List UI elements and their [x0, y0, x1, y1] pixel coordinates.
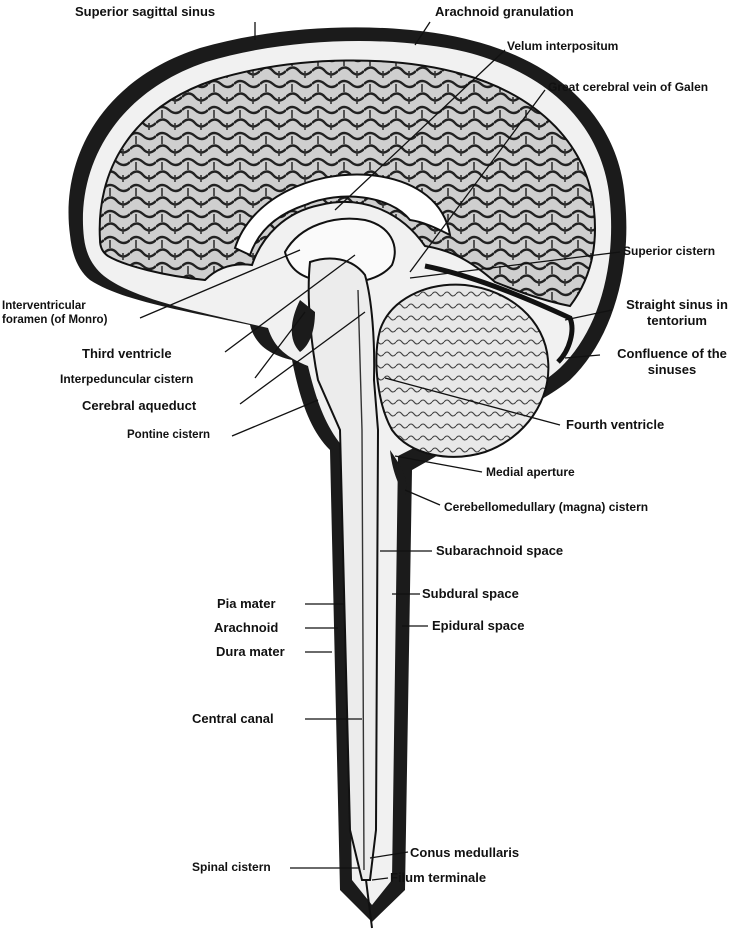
- cistern-ventral: [291, 300, 315, 352]
- label-central-canal: Central canal: [192, 711, 274, 726]
- leader-lines: [139, 21, 621, 881]
- label-interventricular-line2: foramen (of Monro): [2, 313, 108, 326]
- label-straight-sinus-line2: tentorium: [647, 312, 707, 328]
- label-pontine-cistern: Pontine cistern: [127, 429, 211, 441]
- label-fourth-ventricle: Fourth ventricle: [566, 417, 665, 432]
- label-interventricular-line1: Interventricular: [2, 300, 86, 312]
- label-confluence-line1: Confluence of the: [617, 346, 727, 361]
- label-filum-terminale: Filum terminale: [390, 870, 487, 885]
- label-pia-mater: Pia mater: [217, 596, 276, 611]
- label-superior-cistern: Superior cistern: [623, 244, 716, 258]
- label-dura-mater: Dura mater: [216, 644, 285, 659]
- label-epidural-space: Epidural space: [432, 618, 525, 633]
- label-confluence-line2: sinuses: [647, 361, 697, 377]
- label-cerebral-aqueduct: Cerebral aqueduct: [82, 398, 197, 413]
- cerebellum: [375, 283, 550, 458]
- label-interventricular-foramen: Interventricular foramen (of Monro): [2, 300, 107, 328]
- label-straight-sinus-line1: Straight sinus in: [626, 297, 728, 312]
- label-straight-sinus: Straight sinus in tentorium: [610, 297, 744, 328]
- label-medial-aperture: Medial aperture: [486, 465, 575, 479]
- label-confluence: Confluence of the sinuses: [600, 346, 744, 377]
- label-subdural-space: Subdural space: [422, 586, 519, 601]
- label-conus-medullaris: Conus medullaris: [410, 845, 520, 860]
- label-arachnoid-granulation: Arachnoid granulation: [435, 4, 574, 19]
- label-subarachnoid-space: Subarachnoid space: [436, 543, 564, 558]
- label-third-ventricle: Third ventricle: [82, 346, 172, 361]
- label-superior-sagittal-sinus: Superior sagittal sinus: [75, 4, 216, 19]
- filum-terminale: [365, 879, 373, 929]
- label-velum-interpositum: Velum interpositum: [507, 39, 619, 53]
- cistern-magna: [390, 450, 407, 495]
- corpus-callosum: [233, 173, 452, 257]
- label-cerebellomedullary-cistern: Cerebellomedullary (magna) cistern: [444, 500, 649, 514]
- tentorium: [424, 263, 575, 364]
- label-interpeduncular-cistern: Interpeduncular cistern: [60, 372, 194, 386]
- label-spinal-cistern: Spinal cistern: [192, 860, 271, 874]
- label-great-cerebral-vein: Great cerebral vein of Galen: [548, 80, 709, 94]
- central-canal: [357, 289, 365, 871]
- label-arachnoid: Arachnoid: [214, 620, 279, 635]
